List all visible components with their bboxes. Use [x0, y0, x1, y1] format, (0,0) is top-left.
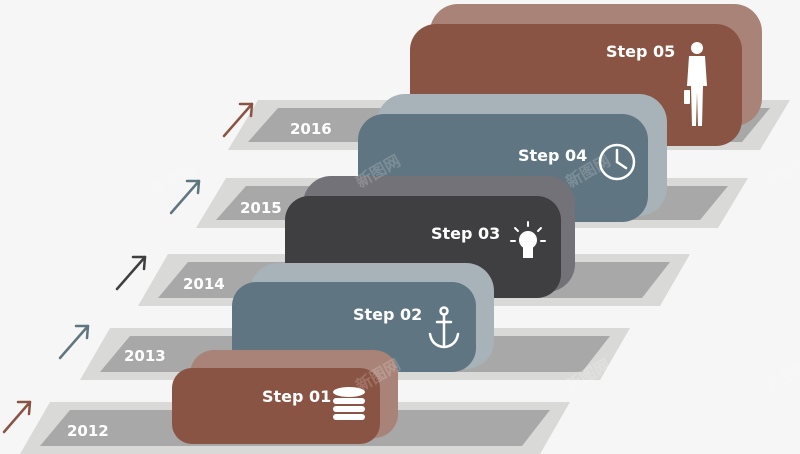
step-block-01: Step 01 [172, 350, 398, 444]
year-label-2014: 2014 [183, 275, 225, 293]
arrow-up-icon [58, 324, 90, 360]
step-label-03: Step 03 [431, 224, 500, 243]
lightbulb-icon [510, 221, 546, 258]
watermark: 新图网 [763, 151, 800, 191]
step-label-01: Step 01 [262, 387, 331, 406]
year-label-2015: 2015 [240, 199, 282, 217]
businessman-icon [684, 42, 707, 126]
growth-arrows [2, 102, 254, 434]
arrow-up-icon [169, 179, 201, 215]
watermark: 新图网 [148, 159, 199, 199]
step-label-04: Step 04 [518, 146, 587, 165]
database-icon [333, 387, 365, 420]
step-label-02: Step 02 [353, 305, 422, 324]
year-label-2012: 2012 [67, 422, 109, 440]
clock-icon [598, 143, 636, 181]
step-block-02: Step 02 [232, 263, 494, 372]
arrow-up-icon [2, 400, 32, 434]
anchor-icon [428, 306, 460, 349]
arrow-up-icon [222, 102, 254, 138]
timeline-row-2012: 2012 Step 01 [20, 350, 570, 454]
arrow-up-icon [115, 255, 147, 291]
year-label-2013: 2013 [124, 347, 166, 365]
watermark: 新图网 [763, 355, 800, 395]
year-label-2016: 2016 [290, 120, 332, 138]
step-label-05: Step 05 [606, 42, 675, 61]
